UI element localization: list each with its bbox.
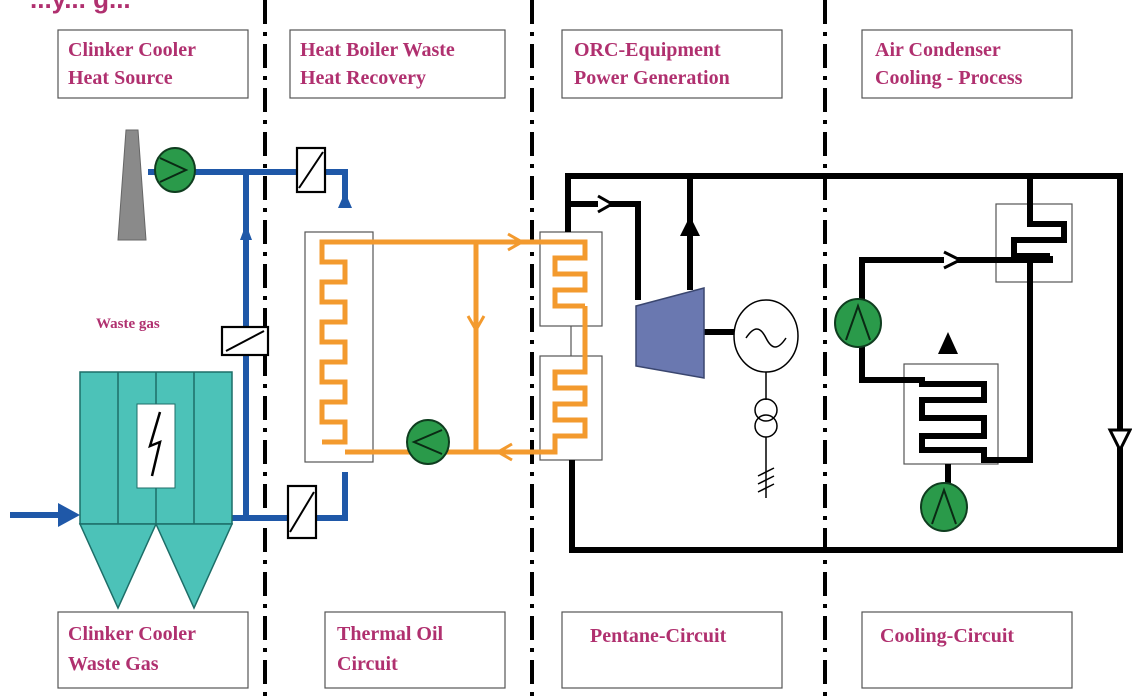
section-label-line: Air Condenser [875,39,1001,61]
lightning-icon [148,411,162,477]
waste-heat-boiler [304,231,374,463]
section-label-line: Heat Boiler Waste [300,39,455,61]
air-cooler-fan-icon [920,482,968,532]
flow-arrow-icon [938,332,958,354]
clinker-cooler-filter [78,371,234,610]
flow-arrow-icon [494,442,513,462]
circuit-label-thermal-oil: Thermal Oil Circuit [324,611,506,689]
flow-arrow-icon [1107,428,1132,454]
circuit-label-line: Cooling-Circuit [880,625,1014,647]
circuit-label-cooling: Cooling-Circuit [861,611,1073,689]
section-label-line: ORC-Equipment [574,39,721,61]
thermal-oil-pump-icon [406,419,450,465]
inlet-arrow-icon [58,503,80,527]
flow-arrow-icon [597,194,616,214]
cooling-pump-icon [834,298,882,348]
circuit-label-line: Pentane-Circuit [590,625,727,647]
generator-icon [733,299,799,373]
orc-turbine [635,287,705,379]
section-label-line: Clinker Cooler [68,39,196,61]
circuit-label-line: Circuit [337,653,398,675]
stack-fan-icon [154,147,196,193]
evaporator [539,231,603,327]
exhaust-stack [117,129,147,241]
flow-arrow-icon [240,224,252,240]
circuit-label-line: Thermal Oil [337,623,444,645]
preheater-coil [525,306,588,455]
title-fragment: ...y... g... [30,0,131,14]
circuit-label-line: Clinker Cooler [68,623,196,645]
section-label-orc-equipment-power-generation: ORC-Equipment Power Generation [561,29,783,99]
circuit-label-clinker-cooler-waste-gas: Clinker Cooler Waste Gas [57,611,249,689]
section-label-line: Cooling - Process [875,67,1023,89]
section-label-air-condenser-cooling-process: Air Condenser Cooling - Process [861,29,1073,99]
transformer-icon [754,372,778,498]
circuit-label-pentane: Pentane-Circuit [561,611,783,689]
section-label-line: Heat Source [68,67,173,89]
flow-arrow-icon [466,315,486,334]
flow-arrow-icon [338,192,352,208]
section-label-heat-boiler-waste-heat-recovery: Heat Boiler Waste Heat Recovery [289,29,506,99]
damper-icon [286,484,318,540]
boiler-coil [319,239,348,445]
flow-arrow-icon [943,250,964,270]
damper-icon [220,325,270,357]
section-label-line: Power Generation [574,67,730,89]
circuit-label-line: Waste Gas [68,653,159,675]
flow-arrow-icon [507,232,526,252]
flow-arrow-icon [680,216,700,236]
waste-gas-label: Waste gas [96,316,160,332]
evaporator-coil [525,239,588,309]
section-label-clinker-cooler-heat-source: Clinker Cooler Heat Source [57,29,249,99]
section-label-line: Heat Recovery [300,67,426,89]
damper-icon [295,146,327,194]
